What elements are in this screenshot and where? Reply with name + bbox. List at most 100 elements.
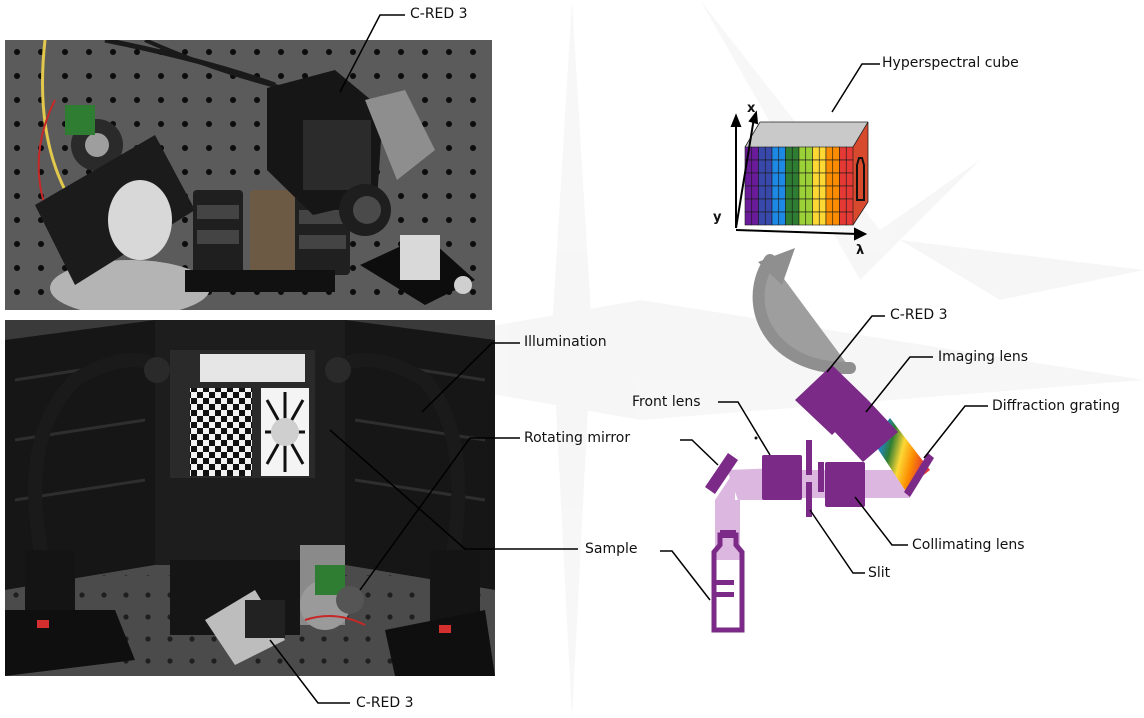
cube-cell xyxy=(812,198,820,213)
label-top-camera: C-RED 3 xyxy=(410,6,468,22)
label-slit: Slit xyxy=(868,565,891,581)
cube-cell xyxy=(758,185,766,200)
cube-cell xyxy=(751,172,759,187)
cube-cell xyxy=(751,211,759,226)
leader-lines xyxy=(269,14,988,704)
cube-cell xyxy=(744,211,753,226)
cube-cell xyxy=(771,146,780,161)
cube-cell xyxy=(771,198,780,213)
cube-cell xyxy=(805,198,813,213)
cube-cell xyxy=(812,172,820,187)
cube-cell xyxy=(791,172,800,187)
cube-cell xyxy=(791,211,800,226)
cube-cell xyxy=(785,159,793,174)
cube-cell xyxy=(818,172,827,187)
cube-cell xyxy=(764,146,773,161)
cube-cell xyxy=(825,198,834,213)
label-bottom-camera: C-RED 3 xyxy=(356,695,414,711)
cube-cell xyxy=(764,159,773,174)
cube-cell xyxy=(825,211,834,226)
imaging-lens-element xyxy=(833,400,898,462)
slit-element-top xyxy=(806,440,812,475)
cube-cell xyxy=(845,198,854,213)
cube-cell xyxy=(839,198,847,213)
cube-cell xyxy=(812,146,820,161)
label-sample: Sample xyxy=(585,541,638,557)
cube-cell xyxy=(791,159,800,174)
cube-cell xyxy=(832,198,840,213)
cube-cell xyxy=(758,198,766,213)
cube-cell xyxy=(845,185,854,200)
cube-cell xyxy=(812,159,820,174)
cube-cell xyxy=(805,211,813,226)
label-hyperspectral-cube: Hyperspectral cube xyxy=(882,55,1019,71)
cube-cell xyxy=(798,211,807,226)
cube-cell xyxy=(798,159,807,174)
cube-cell xyxy=(839,211,847,226)
cube-cell xyxy=(812,185,820,200)
cube-cell xyxy=(778,159,786,174)
cube-cell xyxy=(771,172,780,187)
cube-cell xyxy=(771,185,780,200)
optical-components xyxy=(705,365,934,633)
hyperspectral-cube-graphic xyxy=(744,121,869,226)
cube-cell xyxy=(785,172,793,187)
cube-cell xyxy=(771,159,780,174)
cube-cell xyxy=(798,146,807,161)
cube-cell xyxy=(839,159,847,174)
slit-element-bottom xyxy=(806,482,812,517)
cube-cell xyxy=(825,159,834,174)
cube-cell xyxy=(825,172,834,187)
label-collimating-lens: Collimating lens xyxy=(912,537,1025,553)
cube-cell xyxy=(778,185,786,200)
label-front-lens: Front lens xyxy=(632,394,701,410)
cube-cell xyxy=(785,185,793,200)
axis-label-x: x xyxy=(747,101,756,116)
cube-cell xyxy=(832,146,840,161)
cube-cell xyxy=(818,185,827,200)
cube-cell xyxy=(744,172,753,187)
cube-cell xyxy=(832,211,840,226)
cube-cell xyxy=(751,198,759,213)
cube-cell xyxy=(845,172,854,187)
cube-cell xyxy=(751,159,759,174)
cube-cell xyxy=(758,211,766,226)
cube-cell xyxy=(845,211,854,226)
cube-cell xyxy=(839,172,847,187)
cube-cell xyxy=(818,198,827,213)
cube-cell xyxy=(751,146,759,161)
diffraction-grating-element xyxy=(904,453,934,497)
cube-cell xyxy=(764,185,773,200)
axis-label-lambda: λ xyxy=(856,243,865,258)
cube-cell xyxy=(771,211,780,226)
axis-label-y: y xyxy=(713,210,722,225)
front-lens-element xyxy=(762,455,802,500)
cube-cell xyxy=(785,211,793,226)
cube-cell xyxy=(778,198,786,213)
label-rotating-mirror: Rotating mirror xyxy=(524,430,631,446)
label-diagram-camera: C-RED 3 xyxy=(890,307,948,323)
cube-cell xyxy=(785,198,793,213)
slit-element-left xyxy=(818,462,824,492)
label-imaging-lens: Imaging lens xyxy=(938,349,1029,365)
cube-cell xyxy=(839,146,847,161)
cube-cell xyxy=(812,211,820,226)
cube-cell xyxy=(832,172,840,187)
cube-cell xyxy=(805,159,813,174)
cube-cell xyxy=(825,146,834,161)
cube-cell xyxy=(791,198,800,213)
camera-element xyxy=(795,365,868,435)
cube-cell xyxy=(839,185,847,200)
cube-cell xyxy=(744,198,753,213)
cube-cell xyxy=(791,146,800,161)
collimating-lens-element xyxy=(825,462,865,507)
cube-cell xyxy=(825,185,834,200)
cube-cell xyxy=(818,211,827,226)
cube-cell xyxy=(764,198,773,213)
cube-cell xyxy=(818,146,827,161)
cube-cell xyxy=(791,185,800,200)
cube-cell xyxy=(778,146,786,161)
cube-cell xyxy=(778,211,786,226)
